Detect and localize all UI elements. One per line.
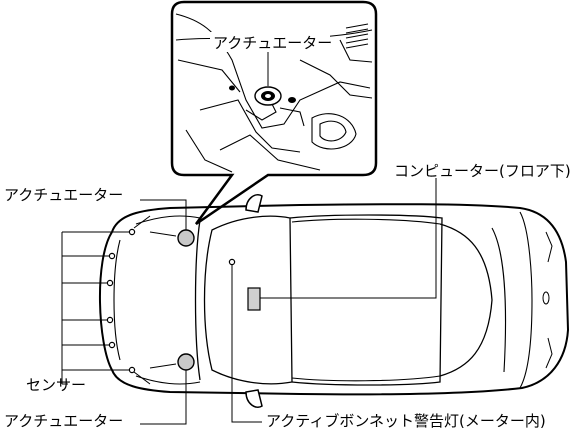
mirror-left: [245, 194, 263, 213]
car-body-outline: [98, 203, 570, 396]
rear-window: [439, 223, 493, 377]
actuator-rear-label: アクチュエーター: [4, 412, 123, 430]
windshield: [203, 215, 293, 385]
inset-detail: アクチュエーター: [170, 0, 378, 226]
roof: [289, 214, 443, 386]
actuator-front-label: アクチュエーター: [4, 186, 123, 204]
inset-label-bg: [210, 32, 330, 52]
window-line-bottom: [291, 375, 441, 382]
inset-vent-grille: [345, 23, 369, 49]
car-top-view: [98, 194, 570, 408]
warning-lamp-label: アクティブボンネット警告灯(メーター内): [266, 412, 546, 430]
leader-lines: [61, 178, 437, 425]
warning-lamp-mark: [228, 258, 236, 266]
sensor-label: センサー: [26, 376, 86, 394]
actuators-on-car: [177, 229, 195, 371]
inset-actuator-label: アクチュエーター: [213, 34, 332, 52]
front-bumper-line: [113, 239, 121, 361]
actuator-rear-mark: [177, 353, 195, 371]
sensors: [106, 228, 136, 374]
inset-actuator: [229, 48, 296, 106]
computer-mark: [247, 287, 261, 311]
computer-label: コンピューター(フロア下): [394, 162, 571, 180]
mirror-right: [245, 389, 263, 408]
rear-emblem: [542, 291, 550, 305]
window-line-top: [291, 218, 441, 225]
trunk-line: [491, 227, 507, 373]
cowl-line: [194, 219, 201, 381]
actuator-front-mark: [177, 229, 195, 247]
